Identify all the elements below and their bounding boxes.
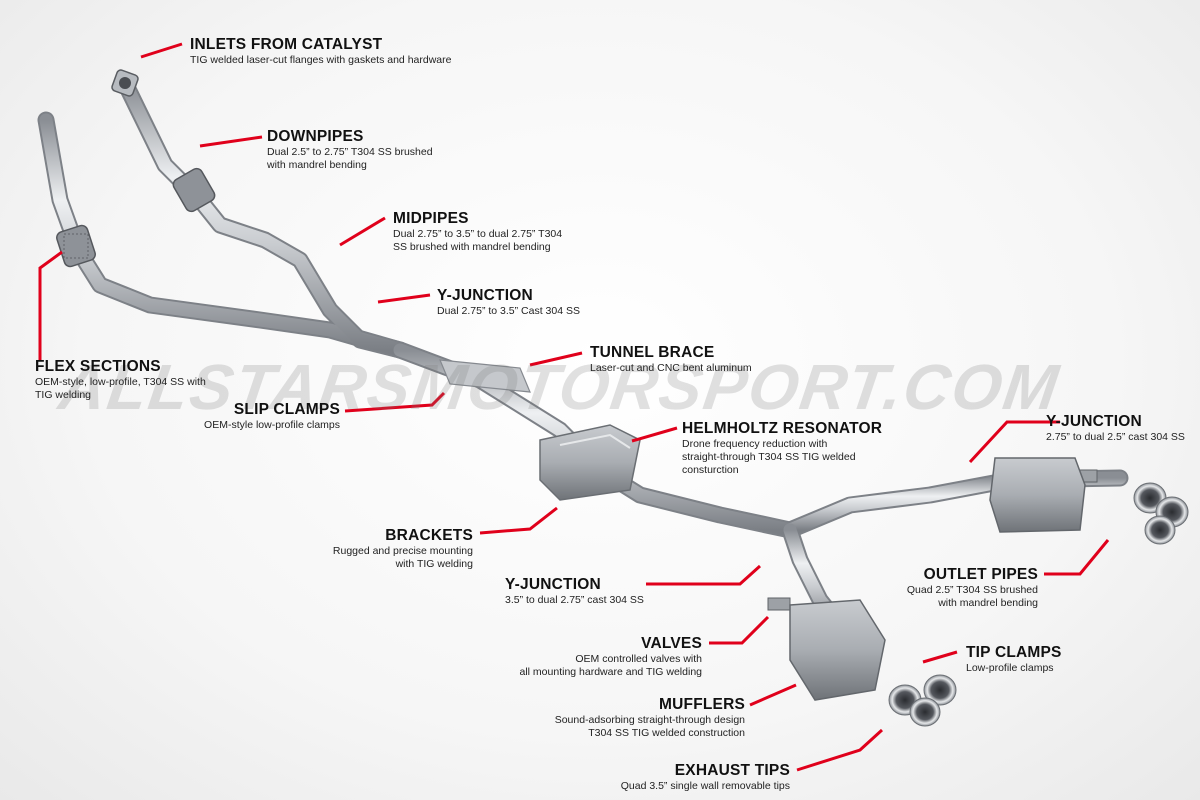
exhaust-tips-right bbox=[1133, 482, 1189, 545]
callout-mufflers: MUFFLERS Sound-adsorbing straight-throug… bbox=[520, 696, 745, 740]
callout-desc: OEM controlled valves with all mounting … bbox=[519, 653, 703, 678]
callout-title: TIP CLAMPS bbox=[966, 644, 1062, 661]
callout-title: DOWNPIPES bbox=[267, 128, 364, 145]
callout-brackets: BRACKETS Rugged and precise mounting wit… bbox=[300, 527, 473, 571]
callout-desc: 3.5” to dual 2.75” cast 304 SS bbox=[505, 594, 644, 606]
callout-title: SLIP CLAMPS bbox=[233, 401, 340, 418]
callout-title: OUTLET PIPES bbox=[923, 566, 1038, 583]
callout-downpipes: DOWNPIPES Dual 2.5” to 2.75” T304 SS bru… bbox=[267, 128, 433, 172]
leader-lines bbox=[38, 42, 1110, 772]
callout-desc: Laser-cut and CNC bent aluminum bbox=[590, 362, 752, 374]
callout-title: VALVES bbox=[641, 635, 702, 652]
callout-slip: SLIP CLAMPS OEM-style low-profile clamps bbox=[190, 401, 340, 432]
callout-yjunction-top: Y-JUNCTION Dual 2.75” to 3.5” Cast 304 S… bbox=[437, 287, 580, 318]
callout-desc: Dual 2.5” to 2.75” T304 SS brushed with … bbox=[267, 146, 433, 171]
callout-desc: 2.75” to dual 2.5” cast 304 SS bbox=[1046, 431, 1185, 443]
callout-yjunction-mid: Y-JUNCTION 3.5” to dual 2.75” cast 304 S… bbox=[505, 576, 644, 607]
callout-desc: Drone frequency reduction with straight-… bbox=[682, 438, 856, 476]
callout-title: EXHAUST TIPS bbox=[674, 762, 790, 779]
callout-title: TUNNEL BRACE bbox=[590, 344, 715, 361]
callout-title: INLETS FROM CATALYST bbox=[190, 36, 383, 53]
callout-outlet: OUTLET PIPES Quad 2.5” T304 SS brushed w… bbox=[880, 566, 1038, 610]
pipe-assembly bbox=[37, 76, 1129, 634]
callout-tunnel: TUNNEL BRACE Laser-cut and CNC bent alum… bbox=[590, 344, 752, 375]
callout-tips: EXHAUST TIPS Quad 3.5” single wall remov… bbox=[580, 762, 790, 793]
callout-title: MUFFLERS bbox=[659, 696, 745, 713]
callout-yjunction-right: Y-JUNCTION 2.75” to dual 2.5” cast 304 S… bbox=[1046, 413, 1185, 444]
helmholtz-resonator bbox=[539, 424, 641, 501]
exhaust-tips-left bbox=[888, 674, 957, 727]
flex-section-left bbox=[56, 224, 96, 268]
callout-title: BRACKETS bbox=[385, 527, 473, 544]
callout-desc: Quad 2.5” T304 SS brushed with mandrel b… bbox=[906, 584, 1038, 609]
flex-section-right bbox=[172, 167, 216, 213]
callout-title: FLEX SECTIONS bbox=[35, 358, 161, 375]
callout-desc: OEM-style low-profile clamps bbox=[204, 419, 340, 431]
callout-title: Y-JUNCTION bbox=[437, 287, 533, 304]
callout-title: HELMHOLTZ RESONATOR bbox=[682, 420, 883, 437]
callout-title: MIDPIPES bbox=[393, 210, 469, 227]
callout-desc: TIG welded laser-cut flanges with gasket… bbox=[190, 54, 452, 66]
callout-desc: Rugged and precise mounting with TIG wel… bbox=[332, 545, 473, 570]
callout-helmholtz: HELMHOLTZ RESONATOR Drone frequency redu… bbox=[682, 420, 882, 477]
callout-valves: VALVES OEM controlled valves with all mo… bbox=[480, 635, 703, 679]
callout-midpipes: MIDPIPES Dual 2.75” to 3.5” to dual 2.75… bbox=[393, 210, 562, 254]
tunnel-brace bbox=[439, 359, 531, 393]
callout-desc: Dual 2.75” to 3.5” Cast 304 SS bbox=[437, 305, 580, 317]
callout-title: Y-JUNCTION bbox=[505, 576, 601, 593]
callout-title: Y-JUNCTION bbox=[1046, 413, 1142, 430]
callout-tipclamps: TIP CLAMPS Low-profile clamps bbox=[966, 644, 1062, 675]
muffler-right bbox=[989, 457, 1086, 533]
callout-desc: Sound-adsorbing straight-through design … bbox=[554, 714, 745, 739]
callout-desc: Low-profile clamps bbox=[966, 662, 1054, 674]
callout-desc: Quad 3.5” single wall removable tips bbox=[620, 780, 790, 792]
callout-desc: Dual 2.75” to 3.5” to dual 2.75” T304 SS… bbox=[393, 228, 563, 253]
callout-flex: FLEX SECTIONS OEM-style, low-profile, T3… bbox=[35, 358, 206, 402]
muffler-left bbox=[789, 599, 886, 701]
callout-desc: OEM-style, low-profile, T304 SS with TIG… bbox=[35, 376, 206, 401]
inlet-flange bbox=[111, 69, 139, 97]
callout-inlets: INLETS FROM CATALYST TIG welded laser-cu… bbox=[190, 36, 451, 67]
